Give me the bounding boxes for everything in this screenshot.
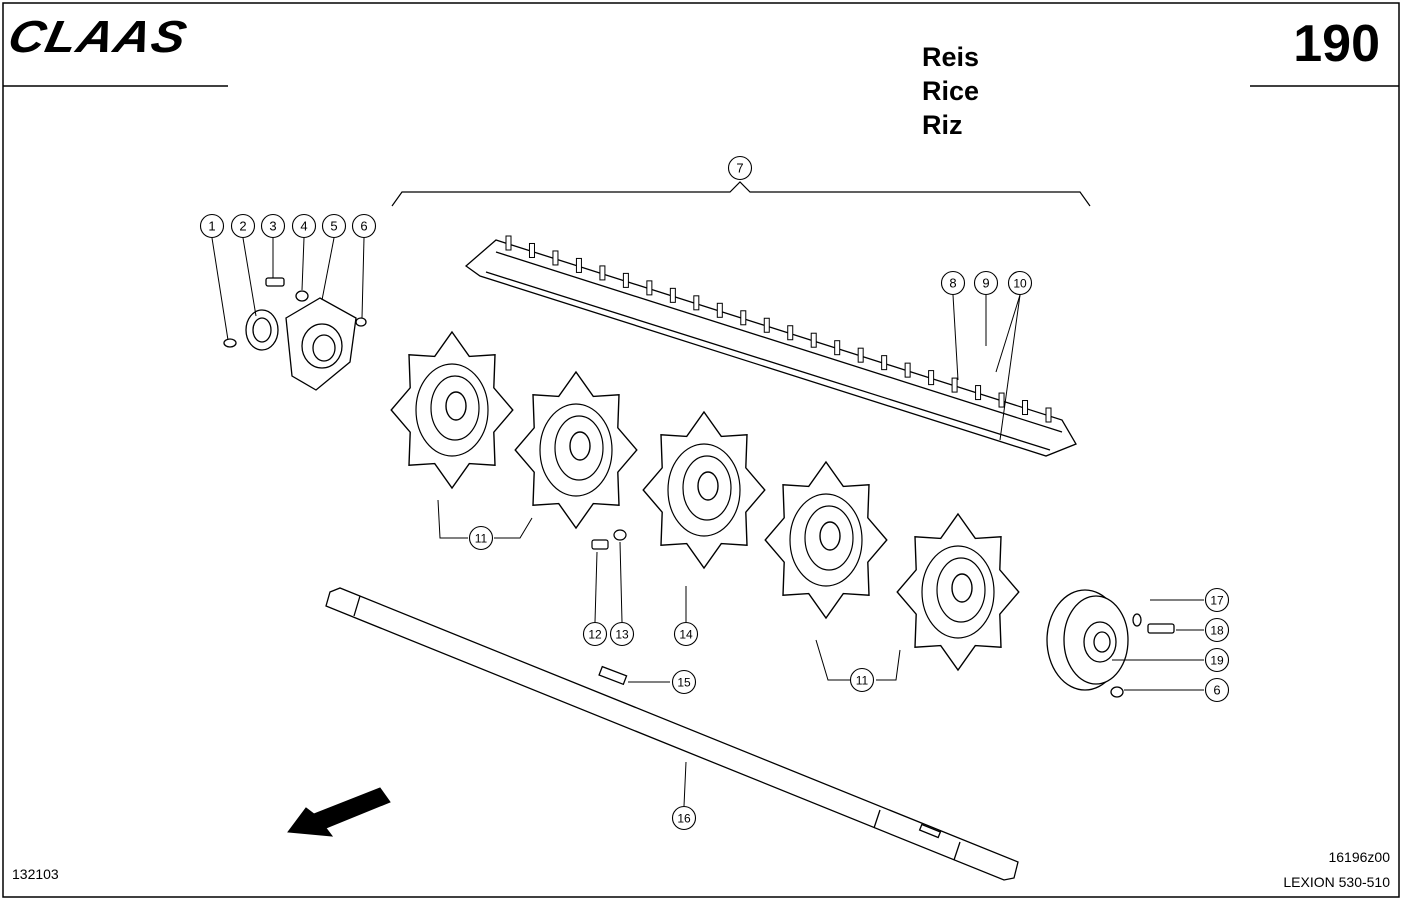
callout-12: 12 <box>582 621 608 647</box>
callout-19: 19 <box>1204 647 1230 673</box>
callout-18: 18 <box>1204 617 1230 643</box>
callout-number: 15 <box>677 676 691 690</box>
sprocket-wheel <box>764 460 888 620</box>
arrow-lower-left-icon <box>287 787 391 837</box>
figure-code: 16196z00 <box>1328 849 1390 865</box>
callout-number: 5 <box>330 219 337 234</box>
callout-number: 6 <box>360 219 367 234</box>
callout-number: 12 <box>588 628 602 642</box>
callout-number: 17 <box>1210 594 1224 608</box>
callout-number: 4 <box>300 219 307 234</box>
callout-number: 8 <box>949 276 956 291</box>
callout-17: 17 <box>1204 587 1230 613</box>
model-name: LEXION 530-510 <box>1283 874 1390 890</box>
callout-number: 14 <box>679 628 693 642</box>
callout-14: 14 <box>673 621 699 647</box>
callout-number: 18 <box>1210 624 1224 638</box>
callout-number: 11 <box>856 674 869 688</box>
callout-number: 7 <box>736 161 743 176</box>
callout-number: 13 <box>615 628 629 642</box>
sprocket-wheel <box>896 512 1020 672</box>
callout-number: 2 <box>239 219 246 234</box>
title-block: Reis Rice Riz <box>922 40 979 142</box>
callout-2: 2 <box>230 213 256 239</box>
title-german: Reis <box>922 42 980 72</box>
title-english: Rice <box>922 76 980 106</box>
callout-16: 16 <box>671 805 697 831</box>
title-french: Riz <box>922 110 963 140</box>
callout-number: 10 <box>1013 277 1027 291</box>
callout-13: 13 <box>609 621 635 647</box>
callout-number: 6 <box>1213 683 1220 698</box>
drive-shaft <box>325 587 1019 881</box>
callout-15: 15 <box>671 669 697 695</box>
callout-4: 4 <box>291 213 317 239</box>
callout-9: 9 <box>973 270 999 296</box>
callout-11: 11 <box>468 525 494 551</box>
callout-6: 6 <box>1204 677 1230 703</box>
callout-number: 9 <box>982 276 989 291</box>
bracket-item-7 <box>391 181 1091 207</box>
bearing-assembly-right <box>1046 589 1175 698</box>
sprocket-wheel <box>514 370 638 530</box>
bearing-assembly-left <box>223 277 367 391</box>
angle-bar <box>464 235 1077 457</box>
drawing-number: 132103 <box>12 866 59 882</box>
callout-number: 3 <box>269 219 276 234</box>
sprocket-wheel <box>642 410 766 570</box>
callout-6: 6 <box>351 213 377 239</box>
callout-number: 11 <box>475 532 488 546</box>
callout-number: 19 <box>1210 654 1224 668</box>
page-number: 190 <box>1293 15 1380 73</box>
bolt-and-nut-12-13 <box>591 529 627 550</box>
sprocket-wheels <box>390 330 1020 672</box>
callout-number: 16 <box>677 812 691 826</box>
callout-11: 11 <box>849 667 875 693</box>
callout-1: 1 <box>199 213 225 239</box>
callout-5: 5 <box>321 213 347 239</box>
callout-3: 3 <box>260 213 286 239</box>
leader-lines <box>211 237 1204 807</box>
callout-number: 1 <box>208 219 215 234</box>
sprocket-wheel <box>390 330 514 490</box>
callout-8: 8 <box>940 270 966 296</box>
callout-7: 7 <box>727 155 753 181</box>
callout-10: 10 <box>1007 270 1033 296</box>
